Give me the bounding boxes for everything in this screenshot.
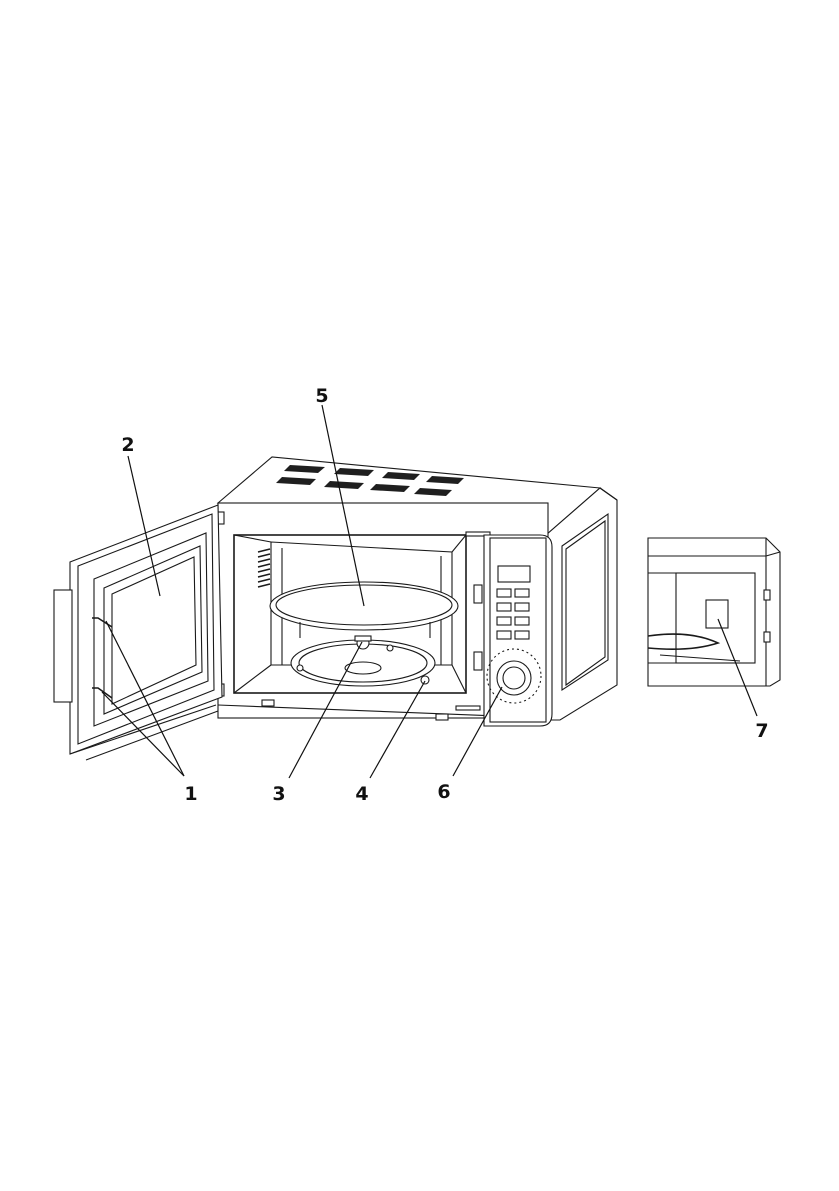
- control-panel: [484, 535, 552, 726]
- callout-4: 4: [355, 783, 368, 805]
- callout-2: 2: [121, 434, 134, 456]
- display-window: [498, 566, 530, 582]
- control-knob: [497, 661, 531, 695]
- callout-6: 6: [437, 781, 450, 803]
- callout-3: 3: [272, 783, 285, 805]
- callout-5: 5: [315, 385, 328, 407]
- door: [54, 505, 222, 760]
- detail-view: [648, 538, 780, 686]
- callout-7: 7: [755, 720, 768, 742]
- waveguide-cover: [706, 600, 728, 628]
- callout-1: 1: [184, 783, 197, 805]
- door-handle: [54, 590, 72, 702]
